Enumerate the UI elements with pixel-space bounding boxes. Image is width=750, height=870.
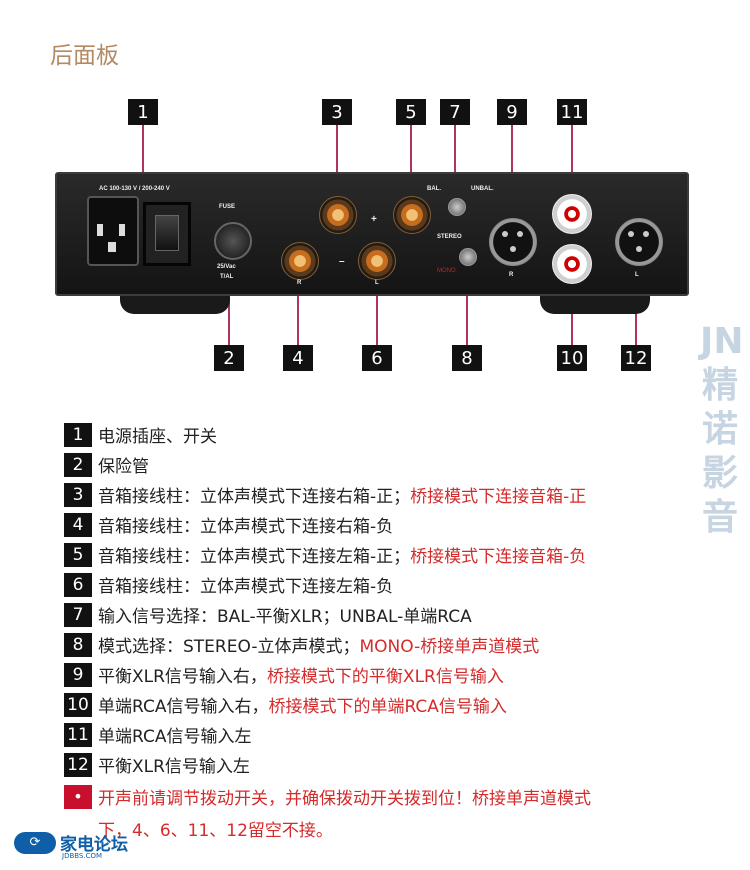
callout-12: 12 xyxy=(621,345,651,371)
leader-line xyxy=(454,125,456,195)
stereo-label: STEREO xyxy=(437,234,462,240)
callout-6: 6 xyxy=(362,345,392,371)
rca-input-right[interactable] xyxy=(552,244,592,284)
r-post-label: R xyxy=(297,280,302,286)
leader-line xyxy=(466,255,468,345)
rca-input-left[interactable] xyxy=(552,194,592,234)
binding-post-4[interactable] xyxy=(281,242,319,280)
bal-label: BAL. xyxy=(427,186,441,192)
power-switch[interactable] xyxy=(143,202,191,266)
power-inlet[interactable] xyxy=(87,196,139,266)
input-select-toggle[interactable] xyxy=(448,198,466,216)
note-line-2: 下，4、6、11、12留空不接。 xyxy=(98,821,333,841)
callout-11: 11 xyxy=(557,99,587,125)
fuse-type-label: T/AL xyxy=(220,274,234,280)
mono-label: MONO xyxy=(437,268,456,274)
leader-line xyxy=(297,262,299,345)
fuse-label: FUSE xyxy=(219,204,236,210)
l-post-label: L xyxy=(375,280,379,286)
forum-logo: ⟳ 家电论坛 JDBBS.COM xyxy=(14,830,128,860)
callout-3: 3 xyxy=(322,99,352,125)
brand-watermark: JN精诺影音 xyxy=(700,321,744,538)
unbal-label: UNBAL. xyxy=(471,186,494,192)
leader-line xyxy=(571,125,573,197)
leader-line xyxy=(410,125,412,205)
mode-select-toggle[interactable] xyxy=(459,248,477,266)
minus-label: – xyxy=(339,256,345,267)
binding-post-6[interactable] xyxy=(358,242,396,280)
xlr-input-left[interactable] xyxy=(615,218,663,266)
callout-7: 7 xyxy=(440,99,470,125)
logo-name: 家电论坛 xyxy=(60,835,128,855)
plus-label: + xyxy=(371,214,377,225)
callout-9: 9 xyxy=(497,99,527,125)
page-title: 后面板 xyxy=(50,43,119,69)
note-line-1: •开声前请调节拨动开关，并确保拨动开关拨到位！桥接单声道模式 xyxy=(64,783,591,810)
callout-10: 10 xyxy=(557,345,587,371)
xlr-r-label: R xyxy=(509,272,514,278)
fuse-holder[interactable] xyxy=(214,222,252,260)
binding-post-3[interactable] xyxy=(319,196,357,234)
callout-2: 2 xyxy=(214,345,244,371)
xlr-l-label: L xyxy=(635,272,639,278)
logo-url: JDBBS.COM xyxy=(62,852,103,860)
leader-line xyxy=(511,125,513,217)
callout-5: 5 xyxy=(396,99,426,125)
amplifier-rear-panel: AC 100-130 V / 200-240 V FUSE 25/Vac T/A… xyxy=(55,172,689,296)
callout-4: 4 xyxy=(283,345,313,371)
logo-mark-icon: ⟳ xyxy=(14,831,56,854)
ac-voltage-label: AC 100-130 V / 200-240 V xyxy=(99,186,170,192)
fuse-rating-label: 25/Vac xyxy=(217,264,236,270)
leader-line xyxy=(336,125,338,205)
binding-post-5[interactable] xyxy=(393,196,431,234)
leader-line xyxy=(376,262,378,345)
note-bullet: • xyxy=(64,784,92,809)
callout-8: 8 xyxy=(452,345,482,371)
xlr-input-right[interactable] xyxy=(489,218,537,266)
callout-1: 1 xyxy=(128,99,158,125)
